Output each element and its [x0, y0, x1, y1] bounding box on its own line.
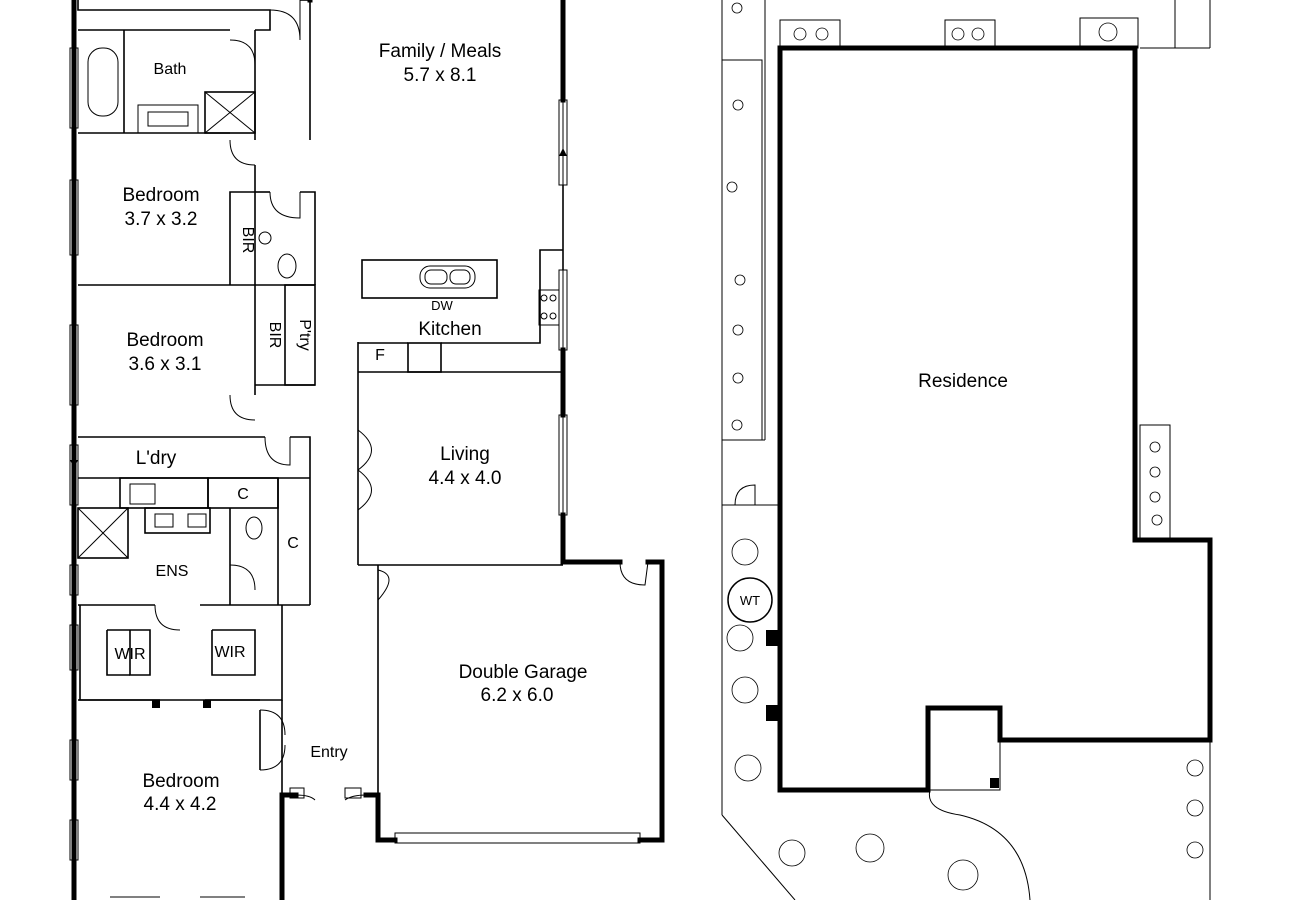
family-meals-name: Family / Meals	[379, 41, 501, 62]
interior-walls	[77, 0, 641, 898]
laundry-label: L'dry	[136, 448, 177, 469]
kitchen-label: Kitchen	[418, 319, 481, 340]
water-tank	[727, 577, 773, 623]
shrub-symbols	[726, 2, 1204, 891]
bedroom-1-name: Bedroom	[122, 185, 199, 206]
living-dims: 4.4 x 4.0	[429, 468, 502, 489]
residence-label: Residence	[918, 371, 1008, 392]
cupboard-2-label: C	[287, 535, 299, 552]
windows-right	[558, 99, 568, 516]
windows-left	[69, 47, 79, 861]
door-swings	[70, 0, 649, 801]
site-plan: WT Residence	[721, 0, 1213, 900]
ensuite-label: ENS	[156, 563, 189, 580]
garage-name: Double Garage	[459, 662, 588, 683]
pantry-label: P'try	[296, 319, 313, 351]
cupboard-1-label: C	[237, 486, 249, 503]
garage-dims: 6.2 x 6.0	[481, 685, 554, 706]
bath-label: Bath	[154, 61, 187, 78]
house-floor-plan: Family / Meals 5.7 x 8.1 Bath Bedroom 3.…	[69, 0, 665, 900]
garden-path	[928, 789, 1031, 900]
planter-boxes	[721, 17, 1171, 541]
bedroom-2-name: Bedroom	[126, 330, 203, 351]
wir-1-label: WIR	[114, 646, 145, 663]
bedroom-1-dims: 3.7 x 3.2	[125, 209, 198, 230]
bedroom-2-dims: 3.6 x 3.1	[129, 354, 202, 375]
bedroom-3-name: Bedroom	[142, 771, 219, 792]
bedroom-3-dims: 4.4 x 4.2	[144, 794, 217, 815]
living-name: Living	[440, 444, 490, 465]
residence-outline	[777, 45, 1213, 793]
water-tank-label: WT	[740, 593, 760, 608]
entry-label: Entry	[310, 744, 347, 761]
dishwasher-label: DW	[431, 298, 453, 313]
bir-1-label: BIR	[239, 227, 256, 254]
room-labels: Family / Meals 5.7 x 8.1 Bath Bedroom 3.…	[114, 41, 587, 815]
wir-2-label: WIR	[214, 644, 245, 661]
family-meals-dims: 5.7 x 8.1	[404, 65, 477, 86]
fridge-label: F	[375, 347, 385, 364]
bir-2-label: BIR	[266, 322, 283, 349]
